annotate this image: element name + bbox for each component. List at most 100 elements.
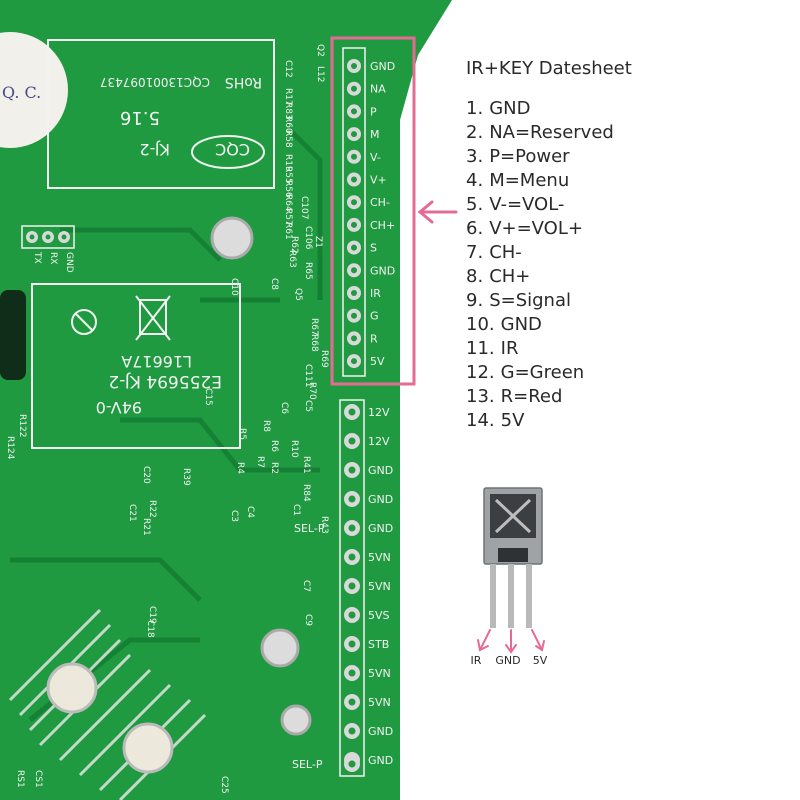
cqc-logo-text: CQC	[215, 140, 250, 159]
ir-pin-arrows	[477, 629, 545, 654]
component-ref: R61	[283, 222, 293, 240]
component-ref: R62	[289, 236, 299, 254]
screw-post-1	[46, 662, 98, 714]
component-ref: R60	[283, 116, 293, 134]
component-ref: C10	[229, 278, 239, 296]
component-ref: R22	[147, 500, 157, 518]
component-ref: RS1	[15, 770, 25, 788]
legend-item-label: P=Power	[489, 146, 570, 167]
power-pin-hole	[348, 553, 356, 561]
power-pin-hole	[348, 640, 356, 648]
header-pin-hole	[351, 221, 357, 228]
header-pin-label: P	[370, 105, 377, 118]
component-ref: C1	[291, 504, 301, 516]
legend-item-number: 6.	[466, 218, 484, 239]
legend-item-number: 3.	[466, 146, 484, 167]
header-pin-hole	[351, 108, 357, 115]
power-pin-hole	[348, 727, 356, 735]
qc-sticker	[0, 32, 68, 148]
power-pin-label: 5VN	[368, 580, 391, 593]
pb-free-icon	[71, 309, 97, 335]
component-ref: R57	[283, 208, 293, 226]
power-pin-label: 5VN	[368, 667, 391, 680]
component-ref: C4	[245, 506, 255, 518]
header-pin-hole	[351, 267, 357, 274]
component-ref: R7	[255, 456, 265, 468]
header-pin-hole	[351, 63, 357, 69]
component-ref: R63	[287, 250, 297, 268]
header-pin-label: M	[370, 128, 380, 141]
component-ref: R2	[269, 462, 279, 474]
cert-label-text: RoHS CQC13001097437 5.16 CQC KJ-2	[100, 74, 262, 159]
legend-item-number: 4.	[466, 170, 484, 191]
legend-item: 5.V-=VOL-	[466, 193, 632, 217]
component-ref: C20	[141, 466, 151, 484]
power-pin-hole	[348, 582, 356, 590]
legend-item: 8.CH+	[466, 265, 632, 289]
cert-label-box	[47, 39, 275, 189]
legend-item-label: NA=Reserved	[489, 122, 614, 143]
component-ref: R84	[301, 484, 311, 502]
capacitor-2	[260, 628, 300, 668]
legend-item-label: GND	[489, 98, 531, 119]
component-ref: C25	[219, 776, 229, 794]
legend-item-number: 14.	[466, 410, 495, 431]
header-pin-label: GND	[370, 264, 395, 277]
legend-item-label: IR	[500, 338, 519, 359]
component-ref: C5	[303, 400, 313, 412]
legend-item: 6.V+=VOL+	[466, 217, 632, 241]
component-ref: R58	[283, 130, 293, 148]
component-ref: R8	[261, 420, 271, 432]
legend-item-label: CH+	[489, 266, 531, 287]
power-pin-hole	[348, 611, 356, 619]
highlight-arrow	[417, 200, 458, 224]
power-pin-label: GND	[368, 493, 393, 506]
component-ref: R67	[309, 318, 319, 336]
legend-item-label: G=Green	[500, 362, 585, 383]
legend-item-label: 5V	[500, 410, 525, 431]
power-pin-label: GND	[368, 522, 393, 535]
sel-p-lower-label: SEL-P	[292, 758, 323, 771]
header-pin-label: GND	[370, 60, 395, 73]
component-ref: Z1	[313, 236, 323, 248]
component-ref: C111	[303, 364, 313, 387]
cqc-code-text: CQC13001097437	[100, 75, 210, 89]
header-pin-label: R	[370, 332, 378, 345]
uart-pads	[21, 225, 75, 249]
header-pin-label: G	[370, 310, 379, 323]
ir-pin-label: GND	[495, 654, 520, 667]
header-pin-label: V+	[370, 174, 387, 187]
legend-item-number: 5.	[466, 194, 484, 215]
header-pin-hole	[351, 85, 357, 92]
model-text: KJ-2	[139, 140, 170, 159]
header-pin-label: V-	[370, 151, 381, 164]
legend-item-number: 1.	[466, 98, 484, 119]
component-ref: C19	[147, 606, 157, 624]
component-ref: R70	[307, 382, 317, 400]
component-ref: R56	[283, 180, 293, 198]
legend-item: 2.NA=Reserved	[466, 121, 632, 145]
component-ref: R124	[5, 436, 15, 460]
sel-p-upper-label: SEL-P	[294, 522, 325, 535]
component-ref: R41	[301, 456, 311, 474]
legend-item-label: S=Signal	[489, 290, 571, 311]
power-pin-hole	[348, 466, 356, 474]
header-pin-hole	[351, 290, 357, 296]
header-pin-hole	[351, 153, 357, 160]
header-pin-label: 5V	[370, 355, 385, 368]
legend-item: 10.GND	[466, 313, 632, 337]
legend-item-label: V-=VOL-	[489, 194, 565, 215]
uart-pin-label: GND	[64, 252, 74, 273]
legend-item-label: V+=VOL+	[489, 218, 583, 239]
batch-text: L16617A	[121, 352, 192, 371]
94v-text: 94V-0	[96, 398, 142, 417]
component-ref: C9	[303, 614, 313, 626]
legend-item: 1.GND	[466, 97, 632, 121]
legend-item: 11.IR	[466, 337, 632, 361]
ul-label-text: E255694 KJ-2 L16617A 94V-0	[96, 352, 222, 417]
legend-item-label: R=Red	[500, 386, 563, 407]
component-ref: R68	[309, 334, 319, 352]
component-ref: C8	[269, 278, 279, 290]
legend-item-label: GND	[500, 314, 542, 335]
